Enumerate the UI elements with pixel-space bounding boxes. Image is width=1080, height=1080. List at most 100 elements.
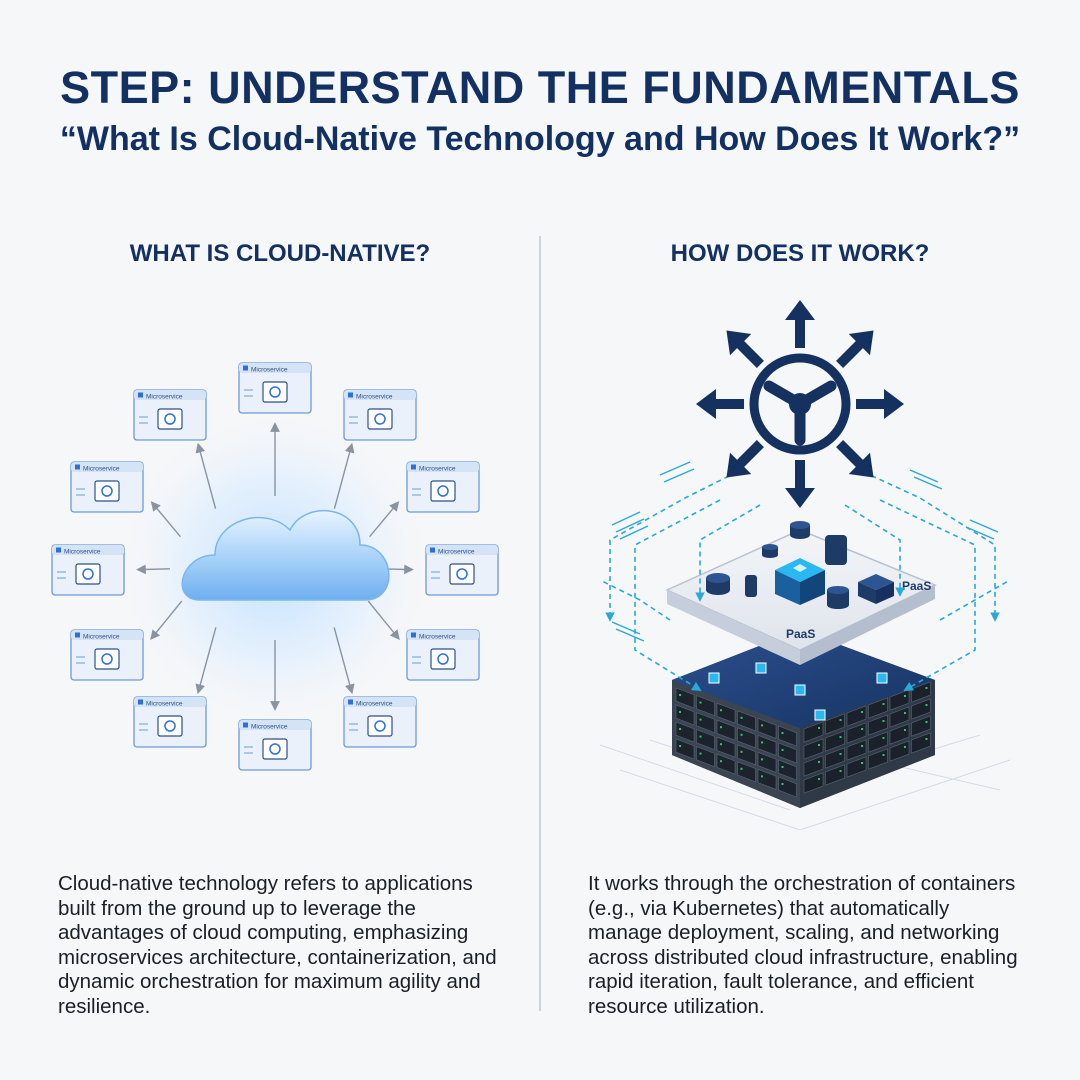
server-led bbox=[904, 695, 906, 697]
direction-arrow bbox=[726, 440, 764, 478]
server-unit bbox=[757, 717, 777, 739]
server-led bbox=[720, 760, 722, 763]
server-led bbox=[818, 761, 820, 763]
server-led bbox=[740, 767, 743, 770]
server-led bbox=[699, 735, 702, 738]
server-rack-block bbox=[672, 630, 935, 808]
connector-arrow bbox=[333, 442, 355, 509]
server-unit bbox=[696, 729, 715, 751]
microservice-card: Microservice bbox=[238, 719, 312, 771]
microservice-card: Microservice bbox=[133, 389, 207, 441]
server-led bbox=[925, 687, 928, 689]
server-unit bbox=[675, 738, 695, 760]
left-description: Cloud-native technology refers to applic… bbox=[58, 872, 497, 1018]
server-unit bbox=[737, 744, 756, 766]
microservice-card: Microservice bbox=[133, 696, 207, 748]
server-led bbox=[781, 766, 784, 768]
server-unit bbox=[737, 710, 756, 732]
server-led bbox=[861, 762, 863, 764]
server-unit bbox=[889, 740, 910, 762]
server-led bbox=[882, 703, 885, 705]
server-led bbox=[761, 741, 763, 744]
server-led bbox=[720, 726, 722, 729]
connector-arrow bbox=[136, 564, 171, 575]
server-led bbox=[818, 727, 820, 729]
server-led bbox=[720, 743, 722, 746]
server-unit bbox=[757, 768, 777, 790]
server-unit bbox=[803, 721, 824, 743]
server-led bbox=[781, 749, 784, 751]
server-unit bbox=[696, 746, 715, 768]
connector-arrow bbox=[150, 600, 183, 640]
server-unit bbox=[825, 730, 845, 752]
direction-arrow bbox=[836, 440, 874, 478]
server-led bbox=[781, 783, 784, 785]
kubernetes-wheel-icon bbox=[696, 300, 904, 508]
direction-arrow bbox=[785, 460, 815, 508]
server-led bbox=[679, 711, 681, 713]
server-led bbox=[699, 701, 702, 704]
server-unit bbox=[911, 715, 931, 737]
microservice-card-label: Microservice bbox=[83, 466, 120, 473]
server-led bbox=[861, 711, 863, 713]
microservice-card: Microservice bbox=[406, 461, 480, 513]
server-led bbox=[904, 746, 906, 748]
microservice-card: Microservice bbox=[406, 629, 480, 681]
connector-arrow bbox=[333, 627, 355, 695]
server-led bbox=[740, 750, 743, 753]
server-led bbox=[679, 728, 681, 730]
server-led bbox=[904, 712, 906, 714]
server-unit bbox=[803, 772, 824, 794]
cloud-icon bbox=[181, 509, 390, 601]
server-led bbox=[761, 775, 763, 778]
page-title: STEP: UNDERSTAND THE FUNDAMENTALS bbox=[60, 62, 1020, 113]
right-description: It works through the orchestration of co… bbox=[588, 872, 1018, 1018]
dashed-data-flows bbox=[599, 467, 1011, 692]
server-led bbox=[839, 736, 842, 738]
server-unit bbox=[716, 719, 736, 741]
server-unit bbox=[757, 751, 777, 773]
right-heading: HOW DOES IT WORK? bbox=[670, 240, 930, 267]
direction-arrow bbox=[726, 330, 764, 368]
server-unit bbox=[716, 736, 736, 758]
server-led bbox=[740, 733, 743, 736]
server-led bbox=[882, 737, 885, 739]
server-unit bbox=[737, 761, 756, 783]
server-unit bbox=[675, 721, 695, 743]
server-led bbox=[925, 738, 928, 740]
microservice-card-label: Microservice bbox=[438, 549, 475, 556]
server-unit bbox=[846, 739, 867, 761]
server-unit bbox=[911, 681, 931, 703]
microservice-card: Microservice bbox=[238, 362, 312, 414]
paas-label-small: PaaS bbox=[902, 579, 931, 593]
server-unit bbox=[825, 713, 845, 735]
server-led bbox=[904, 729, 906, 731]
column-divider bbox=[539, 236, 541, 1011]
server-led bbox=[699, 752, 702, 755]
server-unit bbox=[868, 714, 888, 736]
server-led bbox=[740, 716, 743, 719]
server-led bbox=[882, 754, 885, 756]
server-led bbox=[925, 721, 928, 723]
server-led bbox=[818, 778, 820, 780]
connector-arrow bbox=[369, 501, 400, 538]
microservice-card-label: Microservice bbox=[251, 367, 288, 374]
server-unit bbox=[911, 698, 931, 720]
server-led bbox=[720, 709, 722, 712]
direction-arrow bbox=[785, 300, 815, 348]
server-led bbox=[839, 753, 842, 755]
motion-lines bbox=[611, 461, 999, 642]
server-led bbox=[761, 758, 763, 761]
server-led bbox=[781, 732, 784, 734]
server-led bbox=[818, 744, 820, 746]
connector-arrow bbox=[195, 442, 217, 509]
server-led bbox=[861, 728, 863, 730]
server-led bbox=[699, 718, 702, 721]
server-unit bbox=[716, 702, 736, 724]
server-led bbox=[839, 719, 842, 721]
microservice-card: Microservice bbox=[51, 544, 125, 596]
server-unit bbox=[778, 725, 797, 747]
server-unit bbox=[825, 764, 845, 786]
network-nodes bbox=[708, 662, 888, 721]
server-led bbox=[761, 724, 763, 727]
